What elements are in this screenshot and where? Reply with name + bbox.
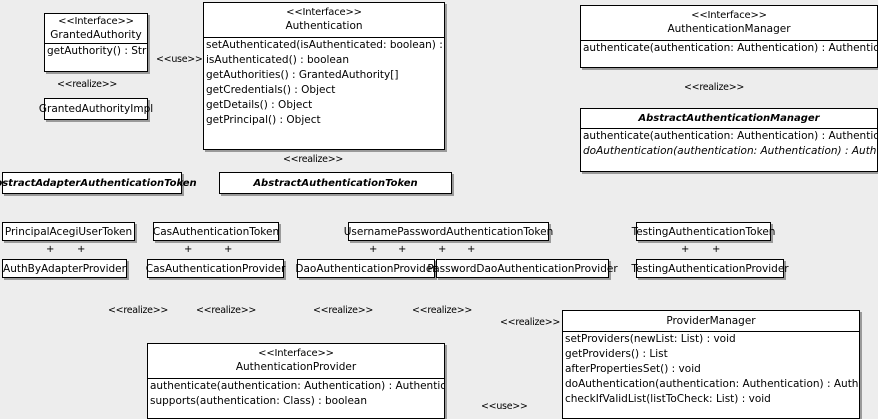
class-name-label: PrincipalAcegiUserToken	[4, 225, 133, 238]
operation-row: getAuthority() : String	[47, 45, 147, 57]
class-name-label: TestingAuthenticationProvider	[631, 262, 789, 275]
association-multiplicity-mark: +	[184, 244, 193, 255]
edge-label-realize-password-dao-provider: <<realize>>	[412, 305, 473, 316]
operation-row: authenticate(authentication: Authenticat…	[583, 42, 877, 54]
class-box-abstract-authentication-token[interactable]: AbstractAuthenticationToken	[219, 172, 452, 194]
operation-row: setProviders(newList: List) : void	[565, 333, 736, 345]
operation-row: isAuthenticated() : boolean	[206, 54, 349, 66]
operations-compartment: setProviders(newList: List) : void getPr…	[563, 331, 859, 407]
class-name-label: TestingAuthenticationToken	[631, 225, 776, 238]
class-box-abstract-adapter-authentication-token[interactable]: AbstractAdapterAuthenticationToken	[0, 172, 197, 194]
stereotype-label: <<Interface>>	[258, 348, 334, 359]
operation-row: authenticate(authentication: Authenticat…	[583, 130, 877, 142]
edge-label-realize-provider-manager: <<realize>>	[500, 317, 561, 328]
class-header: <<Interface>> GrantedAuthority	[45, 14, 147, 43]
class-box-provider-manager[interactable]: ProviderManager setProviders(newList: Li…	[562, 310, 860, 419]
edge-label-use-provider-manager: <<use>>	[481, 401, 528, 412]
operation-row: checkIfValidList(listToCheck: List) : vo…	[565, 393, 771, 405]
association-multiplicity-mark: +	[398, 244, 407, 255]
class-name-label: AuthByAdapterProvider	[3, 262, 126, 275]
class-box-granted-authority-impl[interactable]: GrantedAuthorityImpl	[39, 98, 153, 120]
class-name-label: DaoAuthenticationProvider	[295, 262, 437, 275]
operation-row: doAuthentication(authentication: Authent…	[565, 378, 859, 390]
edge-label-realize-auth-by-adapter: <<realize>>	[108, 305, 169, 316]
operation-row: getDetails() : Object	[206, 99, 313, 111]
class-box-testing-authentication-token[interactable]: TestingAuthenticationToken	[632, 222, 775, 241]
class-box-password-dao-authentication-provider[interactable]: PasswordDaoAuthenticationProvider	[427, 259, 618, 278]
operation-row: afterPropertiesSet() : void	[565, 363, 701, 375]
class-name-label: PasswordDaoAuthenticationProvider	[427, 262, 618, 275]
association-multiplicity-mark: +	[46, 244, 55, 255]
class-box-abstract-authentication-manager[interactable]: AbstractAuthenticationManager authentica…	[580, 108, 878, 172]
edge-label-realize-granted-authority-impl: <<realize>>	[57, 79, 118, 90]
class-header: AbstractAuthenticationManager	[581, 109, 877, 128]
class-name-label: AuthenticationProvider	[235, 361, 357, 373]
class-name-label: AuthenticationManager	[667, 23, 791, 35]
operations-compartment: authenticate(authentication: Authenticat…	[148, 378, 444, 409]
class-name-label: AbstractAuthenticationManager	[638, 113, 820, 124]
operation-row: setAuthenticated(isAuthenticated: boolea…	[206, 39, 444, 51]
class-box-dao-authentication-provider[interactable]: DaoAuthenticationProvider	[295, 259, 437, 278]
class-name-label: UsernamePasswordAuthenticationToken	[343, 225, 554, 238]
class-box-cas-authentication-provider[interactable]: CasAuthenticationProvider	[145, 259, 286, 278]
edge-label-realize-cas-provider: <<realize>>	[196, 305, 257, 316]
edge-label-realize-dao-provider: <<realize>>	[313, 305, 374, 316]
class-box-authentication-provider[interactable]: <<Interface>> AuthenticationProvider aut…	[147, 343, 445, 419]
class-header: ProviderManager	[563, 311, 859, 331]
stereotype-label: <<Interface>>	[691, 10, 767, 21]
operation-row: getProviders() : List	[565, 348, 668, 360]
class-name-label: ProviderManager	[666, 315, 756, 327]
class-name-label: GrantedAuthority	[50, 29, 142, 41]
operation-row: authenticate(authentication: Authenticat…	[150, 380, 444, 392]
stereotype-label: <<Interface>>	[58, 16, 134, 27]
operation-row: getAuthorities() : GrantedAuthority[]	[206, 69, 399, 81]
operations-compartment: getAuthority() : String	[45, 43, 147, 59]
class-box-username-password-authentication-token[interactable]: UsernamePasswordAuthenticationToken	[344, 222, 553, 241]
class-name-label: CasAuthenticationProvider	[145, 262, 286, 275]
class-box-principal-acegi-user-token[interactable]: PrincipalAcegiUserToken	[2, 222, 135, 241]
association-multiplicity-mark: +	[369, 244, 378, 255]
association-multiplicity-mark: +	[467, 244, 476, 255]
class-box-granted-authority[interactable]: <<Interface>> GrantedAuthority getAuthor…	[44, 13, 148, 72]
operation-row: getCredentials() : Object	[206, 84, 336, 96]
class-name-label: Authentication	[285, 20, 363, 32]
class-box-authentication[interactable]: <<Interface>> Authentication setAuthenti…	[203, 2, 445, 150]
association-multiplicity-mark: +	[224, 244, 233, 255]
association-multiplicity-mark: +	[712, 244, 721, 255]
class-box-authentication-manager[interactable]: <<Interface>> AuthenticationManager auth…	[580, 5, 878, 68]
class-header: <<Interface>> AuthenticationManager	[581, 6, 877, 37]
class-name-label: AbstractAuthenticationToken	[253, 177, 418, 189]
association-multiplicity-mark: +	[77, 244, 86, 255]
operations-compartment: authenticate(authentication: Authenticat…	[581, 40, 877, 56]
class-box-cas-authentication-token[interactable]: CasAuthenticationToken	[153, 222, 279, 241]
class-header: <<Interface>> AuthenticationProvider	[148, 344, 444, 375]
edge-label-realize-abstract-authentication-token: <<realize>>	[283, 154, 344, 165]
class-box-auth-by-adapter-provider[interactable]: AuthByAdapterProvider	[2, 259, 127, 278]
class-box-testing-authentication-provider[interactable]: TestingAuthenticationProvider	[631, 259, 789, 278]
class-name-label: CasAuthenticationToken	[152, 225, 280, 238]
association-multiplicity-mark: +	[681, 244, 690, 255]
class-name-label: GrantedAuthorityImpl	[38, 103, 154, 115]
edge-label-use-granted-authority: <<use>>	[156, 54, 203, 65]
operation-row: getPrincipal() : Object	[206, 114, 321, 126]
operations-compartment: authenticate(authentication: Authenticat…	[581, 128, 877, 159]
association-multiplicity-mark: +	[438, 244, 447, 255]
edge-label-realize-authentication-manager: <<realize>>	[684, 82, 745, 93]
operations-compartment: setAuthenticated(isAuthenticated: boolea…	[204, 37, 444, 128]
operation-row: doAuthentication(authentication: Authent…	[583, 145, 877, 157]
operation-row: supports(authentication: Class) : boolea…	[150, 395, 367, 407]
stereotype-label: <<Interface>>	[286, 7, 362, 18]
class-header: <<Interface>> Authentication	[204, 3, 444, 34]
class-name-label: AbstractAdapterAuthenticationToken	[0, 177, 197, 189]
